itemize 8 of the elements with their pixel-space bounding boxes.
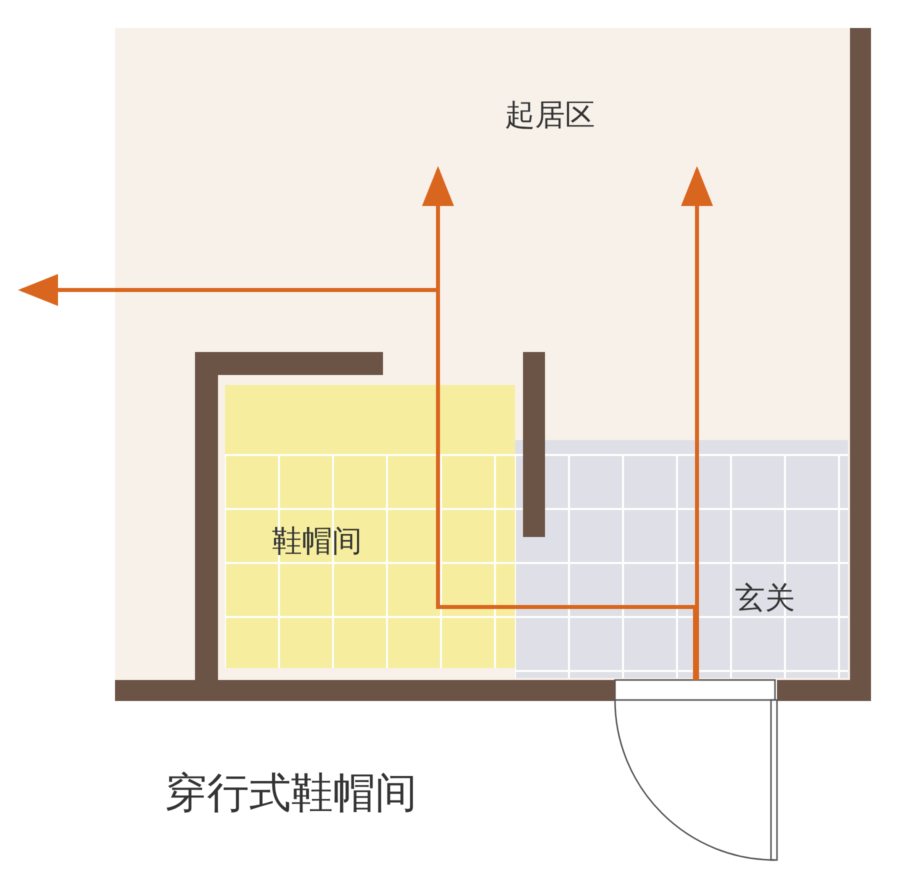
shoe-room-area (225, 385, 515, 668)
room-label: 起居区 (505, 97, 595, 135)
entry-area (515, 440, 848, 678)
door-symbol (613, 678, 781, 864)
room-label: 鞋帽间 (272, 523, 362, 561)
caption: 穿行式鞋帽间 (165, 767, 417, 819)
room-label: 玄关 (735, 580, 795, 618)
arrow (681, 166, 713, 680)
